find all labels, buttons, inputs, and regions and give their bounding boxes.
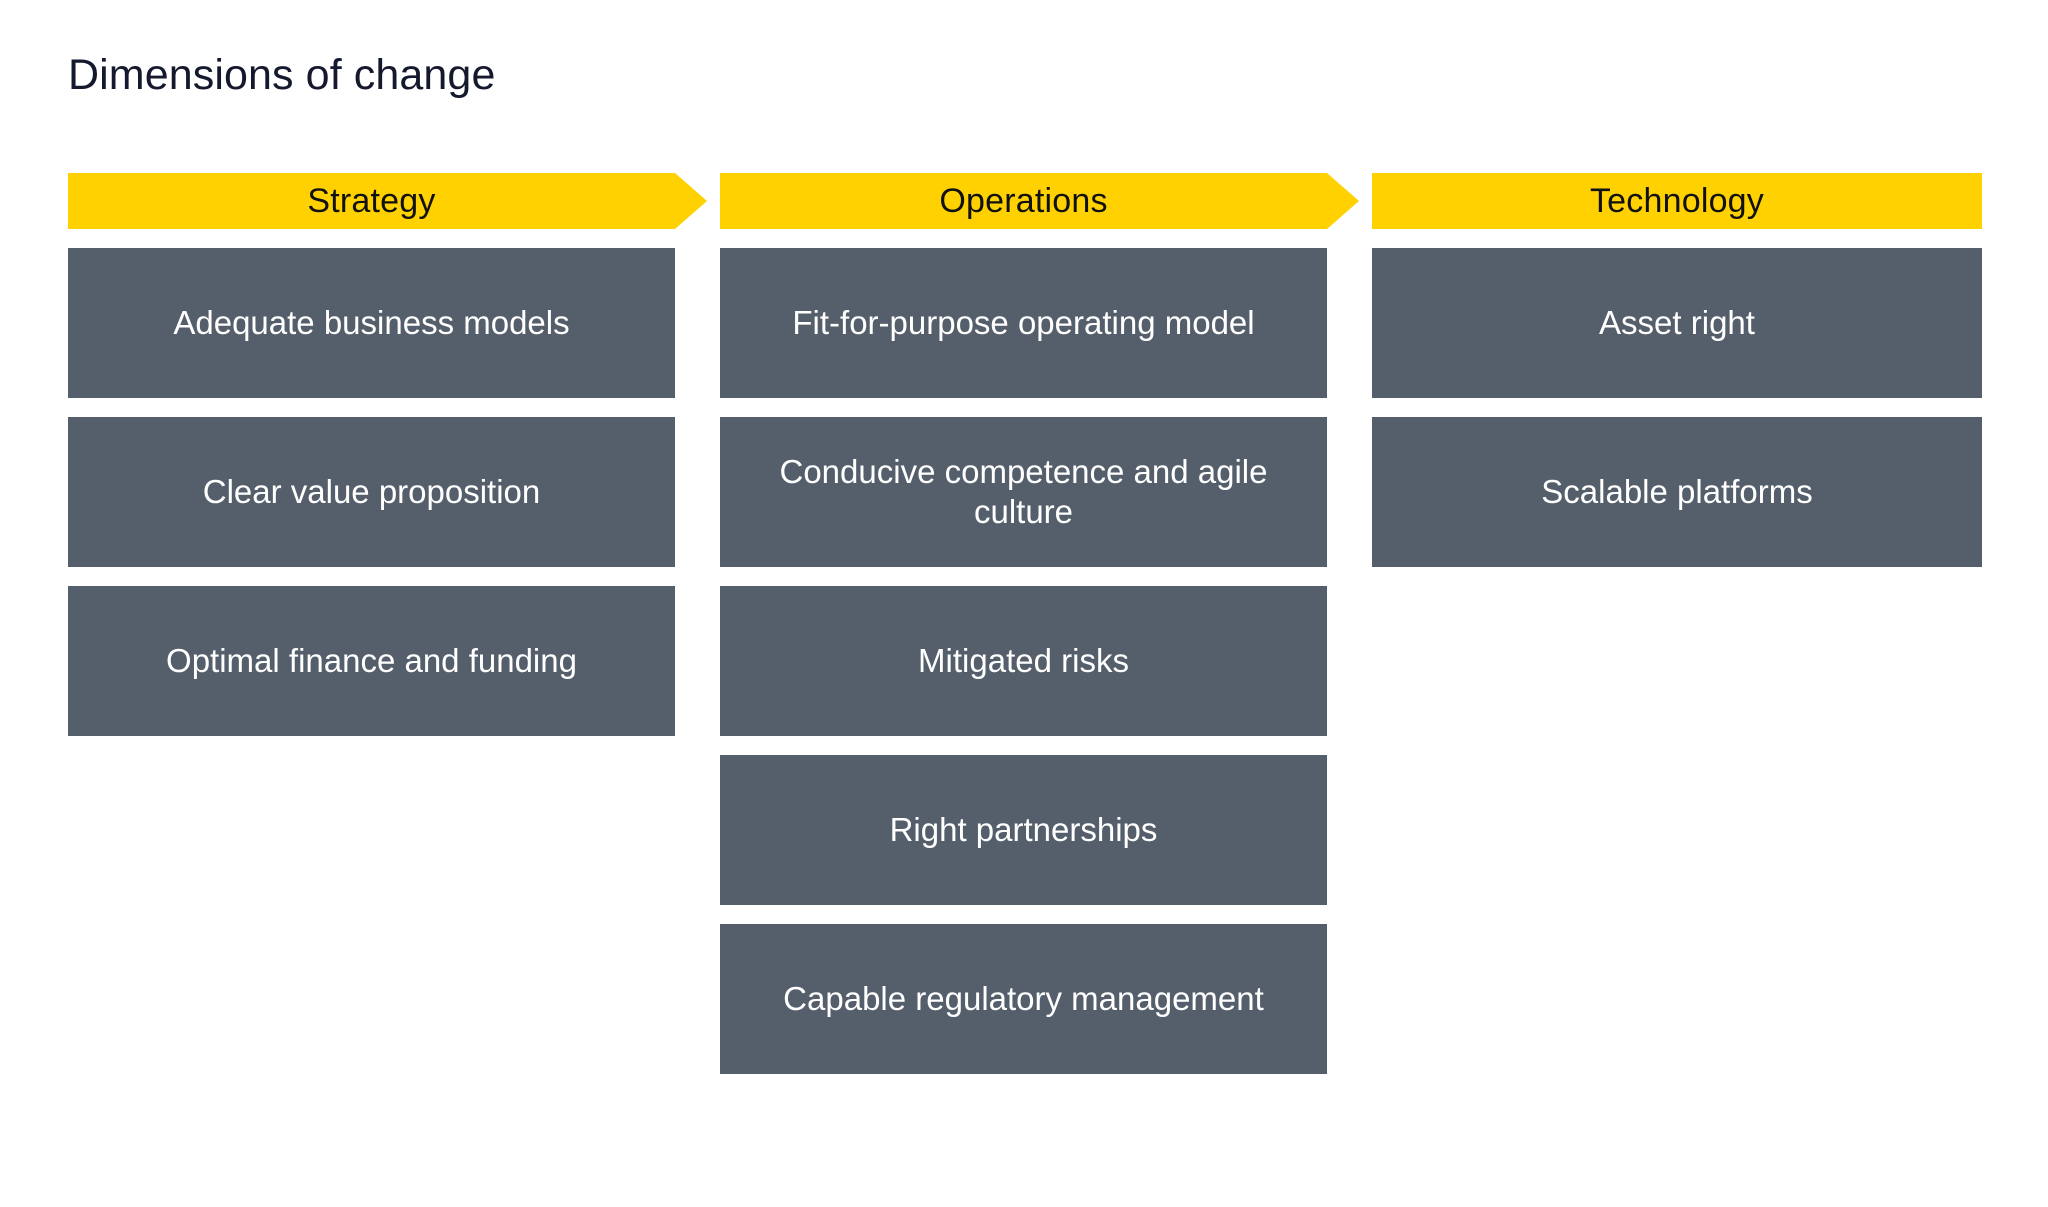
column-header-operations[interactable]: Operations	[720, 173, 1359, 229]
item-list-operations: Fit-for-purpose operating model Conduciv…	[720, 248, 1327, 1074]
item-label: Asset right	[1599, 303, 1755, 341]
column-header-label-strategy: Strategy	[307, 181, 436, 220]
column-header-label-technology: Technology	[1589, 181, 1764, 220]
item-label: Fit-for-purpose operating model	[792, 303, 1255, 341]
item-box[interactable]: Scalable platforms	[1372, 417, 1982, 567]
column-operations: Operations Fit-for-purpose operating mod…	[720, 173, 1359, 1074]
item-box[interactable]: Adequate business models	[68, 248, 675, 398]
item-list-technology: Asset right Scalable platforms	[1372, 248, 1982, 567]
column-header-technology[interactable]: Technology	[1372, 173, 1982, 229]
item-label: Clear value proposition	[202, 472, 541, 510]
item-box[interactable]: Mitigated risks	[720, 586, 1327, 736]
item-box[interactable]: Capable regulatory management	[720, 924, 1327, 1074]
column-header-label-operations: Operations	[939, 181, 1108, 220]
item-box[interactable]: Optimal finance and funding	[68, 586, 675, 736]
item-label: Right partnerships	[889, 810, 1158, 848]
column-header-strategy[interactable]: Strategy	[68, 173, 707, 229]
item-label: Scalable platforms	[1541, 472, 1813, 510]
item-list-strategy: Adequate business models Clear value pro…	[68, 248, 675, 736]
page-title: Dimensions of change	[68, 51, 496, 99]
item-label: Optimal finance and funding	[166, 641, 577, 679]
item-box[interactable]: Conducive competence and agile culture	[720, 417, 1327, 567]
item-box[interactable]: Asset right	[1372, 248, 1982, 398]
item-label: Mitigated risks	[918, 641, 1129, 679]
item-label: Adequate business models	[173, 303, 570, 341]
column-strategy: Strategy Adequate business models Clear …	[68, 173, 707, 736]
item-box[interactable]: Right partnerships	[720, 755, 1327, 905]
item-box[interactable]: Clear value proposition	[68, 417, 675, 567]
item-box[interactable]: Fit-for-purpose operating model	[720, 248, 1327, 398]
item-label: Capable regulatory management	[783, 979, 1264, 1017]
column-technology: Technology Asset right Scalable platform…	[1372, 173, 1982, 567]
item-label: Conducive competence and agile culture	[779, 452, 1268, 530]
